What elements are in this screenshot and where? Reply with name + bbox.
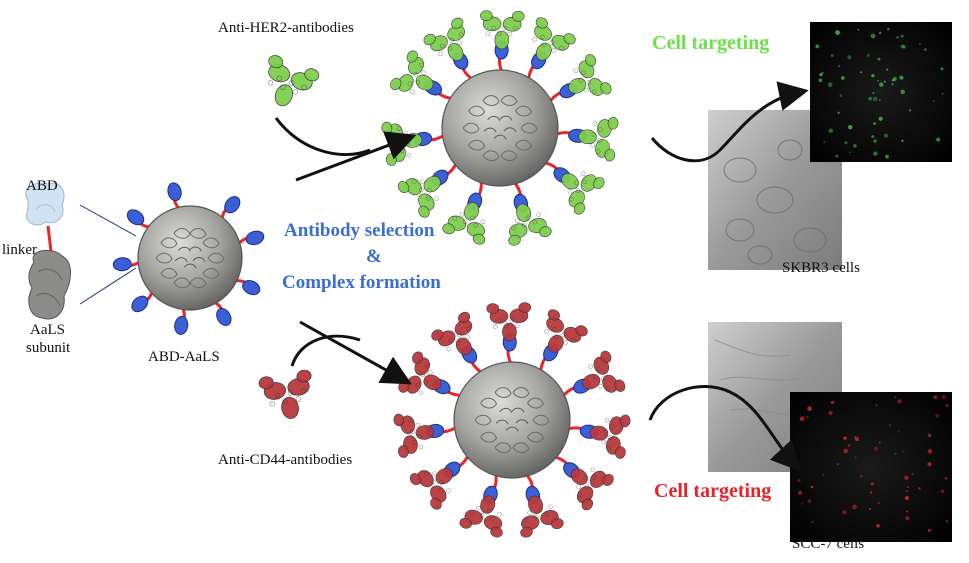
cell-targeting-top-label: Cell targeting [652,32,770,54]
reaction-arrow-top [274,117,417,182]
antibody-icon [381,121,423,166]
antibody-icon [431,311,473,356]
abd-aals-cage [112,182,265,335]
antibody-icon [390,50,434,94]
abd-aals-subunit-structure [25,182,71,320]
scc7-fluorescence-image [790,392,952,542]
antibody-icon [459,495,503,538]
scc7-label: SCC-7 cells [792,536,865,552]
callout-line-top [79,204,137,237]
anti-cd44-label: Anti-CD44-antibodies [218,452,353,468]
her2-complex [381,10,619,246]
antibody-icon [570,467,614,511]
antibody-icon [393,413,435,458]
antibody-icon [589,414,631,459]
anti-her2-label: Anti-HER2-antibodies [218,20,354,36]
cell-targeting-bottom-label: Cell targeting [654,480,772,502]
abd-domain [224,196,241,214]
linker-label: linker [2,242,37,258]
antibody-icon [520,495,564,538]
abd-domain [216,308,232,326]
antibody-icon [561,171,605,215]
antibody-icon [258,369,312,419]
antibody-icon [423,17,465,61]
cd44-complex [393,302,631,538]
free-her2-antibody-icon [267,55,320,107]
abd-label: ABD [26,178,58,194]
complex-formation-label: Complex formation [282,272,441,293]
targeting-arrow-bottom [648,385,802,472]
antibody-icon [578,116,619,162]
antibody-selection-label: Antibody selection [284,220,435,241]
abd-domain [242,280,261,296]
ampersand-label: & [366,246,382,267]
antibody-icon [568,54,612,96]
abd-domain [131,295,149,313]
antibody-icon [480,10,525,50]
skbr3-fluorescence-image [810,22,952,162]
skbr3-label: SKBR3 cells [782,260,860,276]
antibody-icon [409,467,453,510]
aals-label-line2: subunit [26,340,71,356]
antibody-icon [397,175,441,218]
abd-domain [167,182,182,202]
callout-line-bottom [79,267,137,305]
free-cd44-antibody-icon [258,369,312,419]
antibody-icon [398,351,442,395]
abd-domain [112,257,132,272]
abd-domain [245,230,265,246]
antibody-icon [486,302,532,342]
antibody-icon [582,350,626,393]
abd-domain [174,315,189,335]
reaction-arrow-bottom [290,320,412,385]
antibody-icon [532,17,576,61]
targeting-arrow-top [650,81,809,163]
antibody-icon [267,55,320,107]
antibody-icon [544,309,588,353]
abd-aals-label: ABD-AaLS [148,349,220,365]
abd-domain [126,209,145,226]
antibody-icon [508,203,552,246]
aals-label-line1: AaLS [30,322,65,338]
antibody-icon [442,202,486,245]
